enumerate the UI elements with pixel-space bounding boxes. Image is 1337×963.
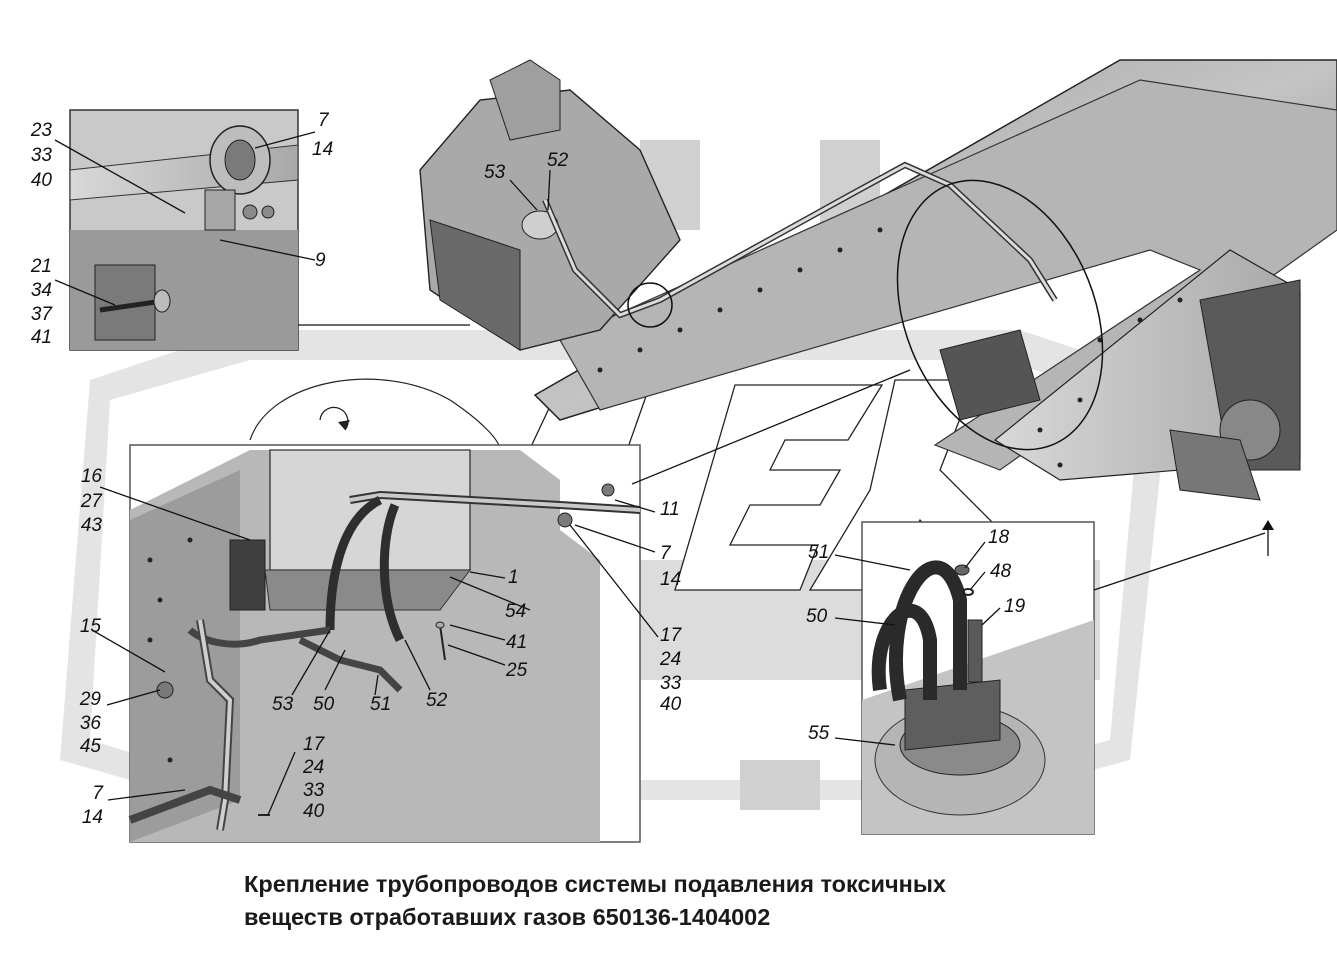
callout-33: 33 (31, 145, 53, 166)
chassis-frame-illustration (249, 59, 1337, 501)
callout-labels: 23 33 40 7 14 9 21 34 37 41 53 52 16 27 … (30, 110, 1026, 828)
callout-51-mid: 51 (370, 694, 391, 715)
callout-1: 1 (508, 567, 519, 588)
callout-43: 43 (81, 515, 103, 536)
callout-14-low: 14 (82, 807, 103, 828)
detail-panel-right (861, 521, 1095, 835)
callout-37: 37 (31, 304, 54, 325)
callout-23: 23 (30, 120, 53, 141)
callout-40-mid: 40 (660, 694, 682, 715)
callout-15: 15 (80, 616, 102, 637)
callout-24: 24 (659, 649, 681, 670)
callout-33-mid: 33 (660, 673, 682, 694)
callout-14-mid: 14 (660, 569, 681, 590)
callout-50-mid: 50 (313, 694, 335, 715)
callout-29: 29 (79, 689, 102, 710)
callout-53-top: 53 (484, 162, 506, 183)
detail-panel-top-left (69, 109, 299, 351)
detail-panel-middle (128, 444, 641, 843)
callout-25: 25 (505, 660, 528, 681)
caption-line-2: веществ отработавших газов 650136-140400… (244, 904, 771, 930)
callout-33-low: 33 (303, 780, 325, 801)
leader-middle-to-detail (631, 369, 911, 485)
callout-16: 16 (81, 466, 103, 487)
callout-40: 40 (31, 170, 53, 191)
callout-9: 9 (315, 250, 326, 271)
callout-52-top: 52 (547, 150, 569, 171)
callout-50-right: 50 (806, 606, 828, 627)
callout-34: 34 (31, 280, 52, 301)
callout-52-mid: 52 (426, 690, 448, 711)
callout-27: 27 (80, 491, 104, 512)
callout-45: 45 (80, 736, 102, 757)
callout-51-right: 51 (808, 542, 829, 563)
callout-17-low: 17 (303, 734, 326, 755)
callout-41-mid: 41 (506, 632, 527, 653)
callout-53-mid: 53 (272, 694, 294, 715)
callout-48: 48 (990, 561, 1012, 582)
diagram-caption: Крепление трубопроводов системы подавлен… (244, 868, 1244, 934)
callout-40-low: 40 (303, 801, 325, 822)
callout-17: 17 (660, 625, 683, 646)
callout-55: 55 (808, 723, 830, 744)
callout-21: 21 (30, 256, 52, 277)
callout-41: 41 (31, 327, 52, 348)
callout-54: 54 (505, 601, 526, 622)
callout-24-low: 24 (302, 757, 324, 778)
callout-19: 19 (1004, 596, 1026, 617)
callout-7-mid: 7 (660, 543, 672, 564)
callout-7-low: 7 (92, 783, 104, 804)
callout-leaders (54, 131, 1001, 816)
callout-14: 14 (312, 139, 333, 160)
callout-7: 7 (318, 110, 330, 131)
leader-right-to-detail (1093, 532, 1266, 591)
callout-11: 11 (660, 499, 680, 520)
callout-18: 18 (988, 527, 1010, 548)
caption-line-1: Крепление трубопроводов системы подавлен… (244, 871, 946, 897)
callout-36: 36 (80, 713, 102, 734)
